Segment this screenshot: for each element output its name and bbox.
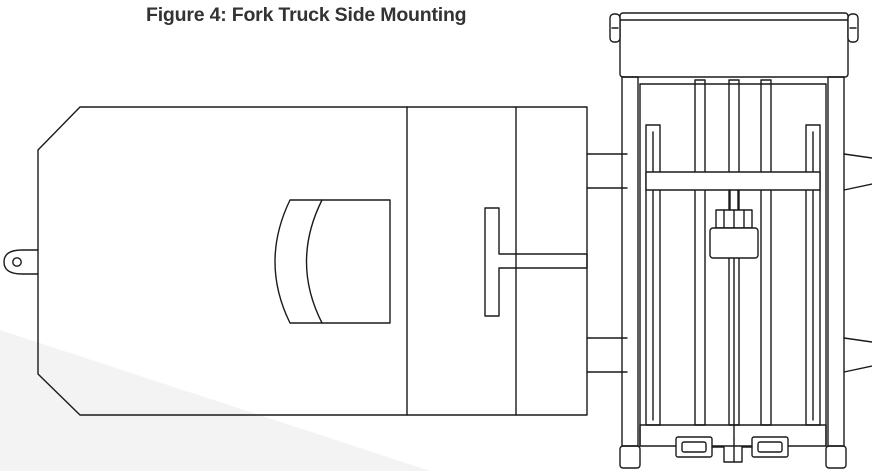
clamp-assembly [709,189,759,259]
t-handle [484,207,588,317]
base-blocks [675,436,789,463]
mounting-arms [586,153,628,373]
vessel-body [3,106,588,416]
forks [843,153,872,373]
viewing-window [274,199,391,324]
fork-truck-frame [609,12,859,469]
figure-title: Figure 4: Fork Truck Side Mounting [146,4,467,26]
